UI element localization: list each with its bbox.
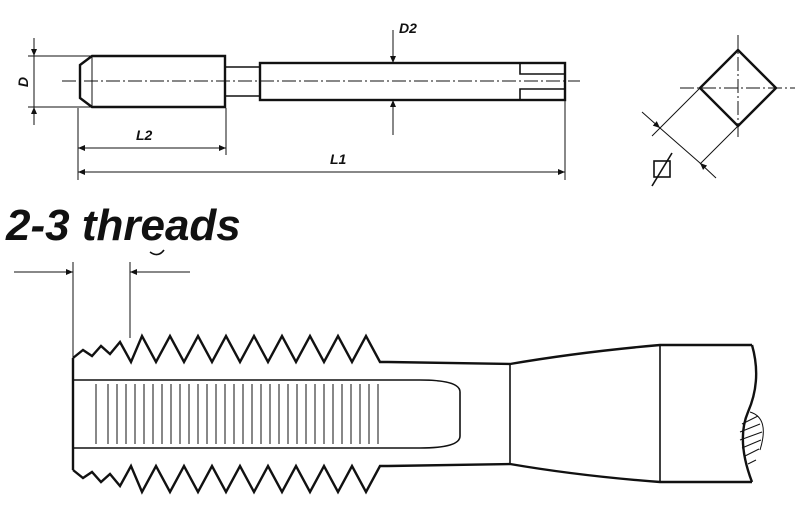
d-label: D — [15, 77, 31, 87]
core-outline — [73, 379, 388, 449]
tap-side-view: D D2 L2 L1 — [15, 20, 580, 180]
square-dimension-line — [659, 127, 701, 164]
flute-runout-bottom — [388, 414, 461, 449]
square-extension-1 — [651, 87, 701, 137]
l2-label: L2 — [136, 127, 153, 143]
square-end-view — [641, 35, 795, 187]
square-size-slash — [651, 152, 673, 187]
square-drive — [519, 63, 565, 100]
core-thread-hatch — [107, 384, 379, 444]
shank-bottom-edge — [387, 462, 752, 484]
chamfer-mark — [149, 249, 165, 256]
l1-label: L1 — [330, 151, 347, 167]
d2-label: D2 — [399, 20, 417, 36]
threads-heading: 2-3 threads — [5, 201, 241, 250]
square-arrow-1 — [641, 111, 661, 129]
break-hatch-edge — [749, 411, 764, 451]
square-extension-2 — [699, 125, 739, 165]
shank-top-edge — [387, 343, 752, 366]
shank — [258, 61, 567, 102]
break-line — [741, 344, 758, 483]
square-arrow-2 — [699, 162, 717, 179]
square-size-icon — [653, 160, 671, 178]
bottom-thread-profile — [72, 463, 388, 495]
tap-detail-view — [14, 249, 764, 495]
neck — [225, 66, 260, 97]
flute-runout-top — [388, 379, 461, 414]
top-thread-profile — [72, 333, 388, 365]
break-hatch — [739, 415, 763, 465]
